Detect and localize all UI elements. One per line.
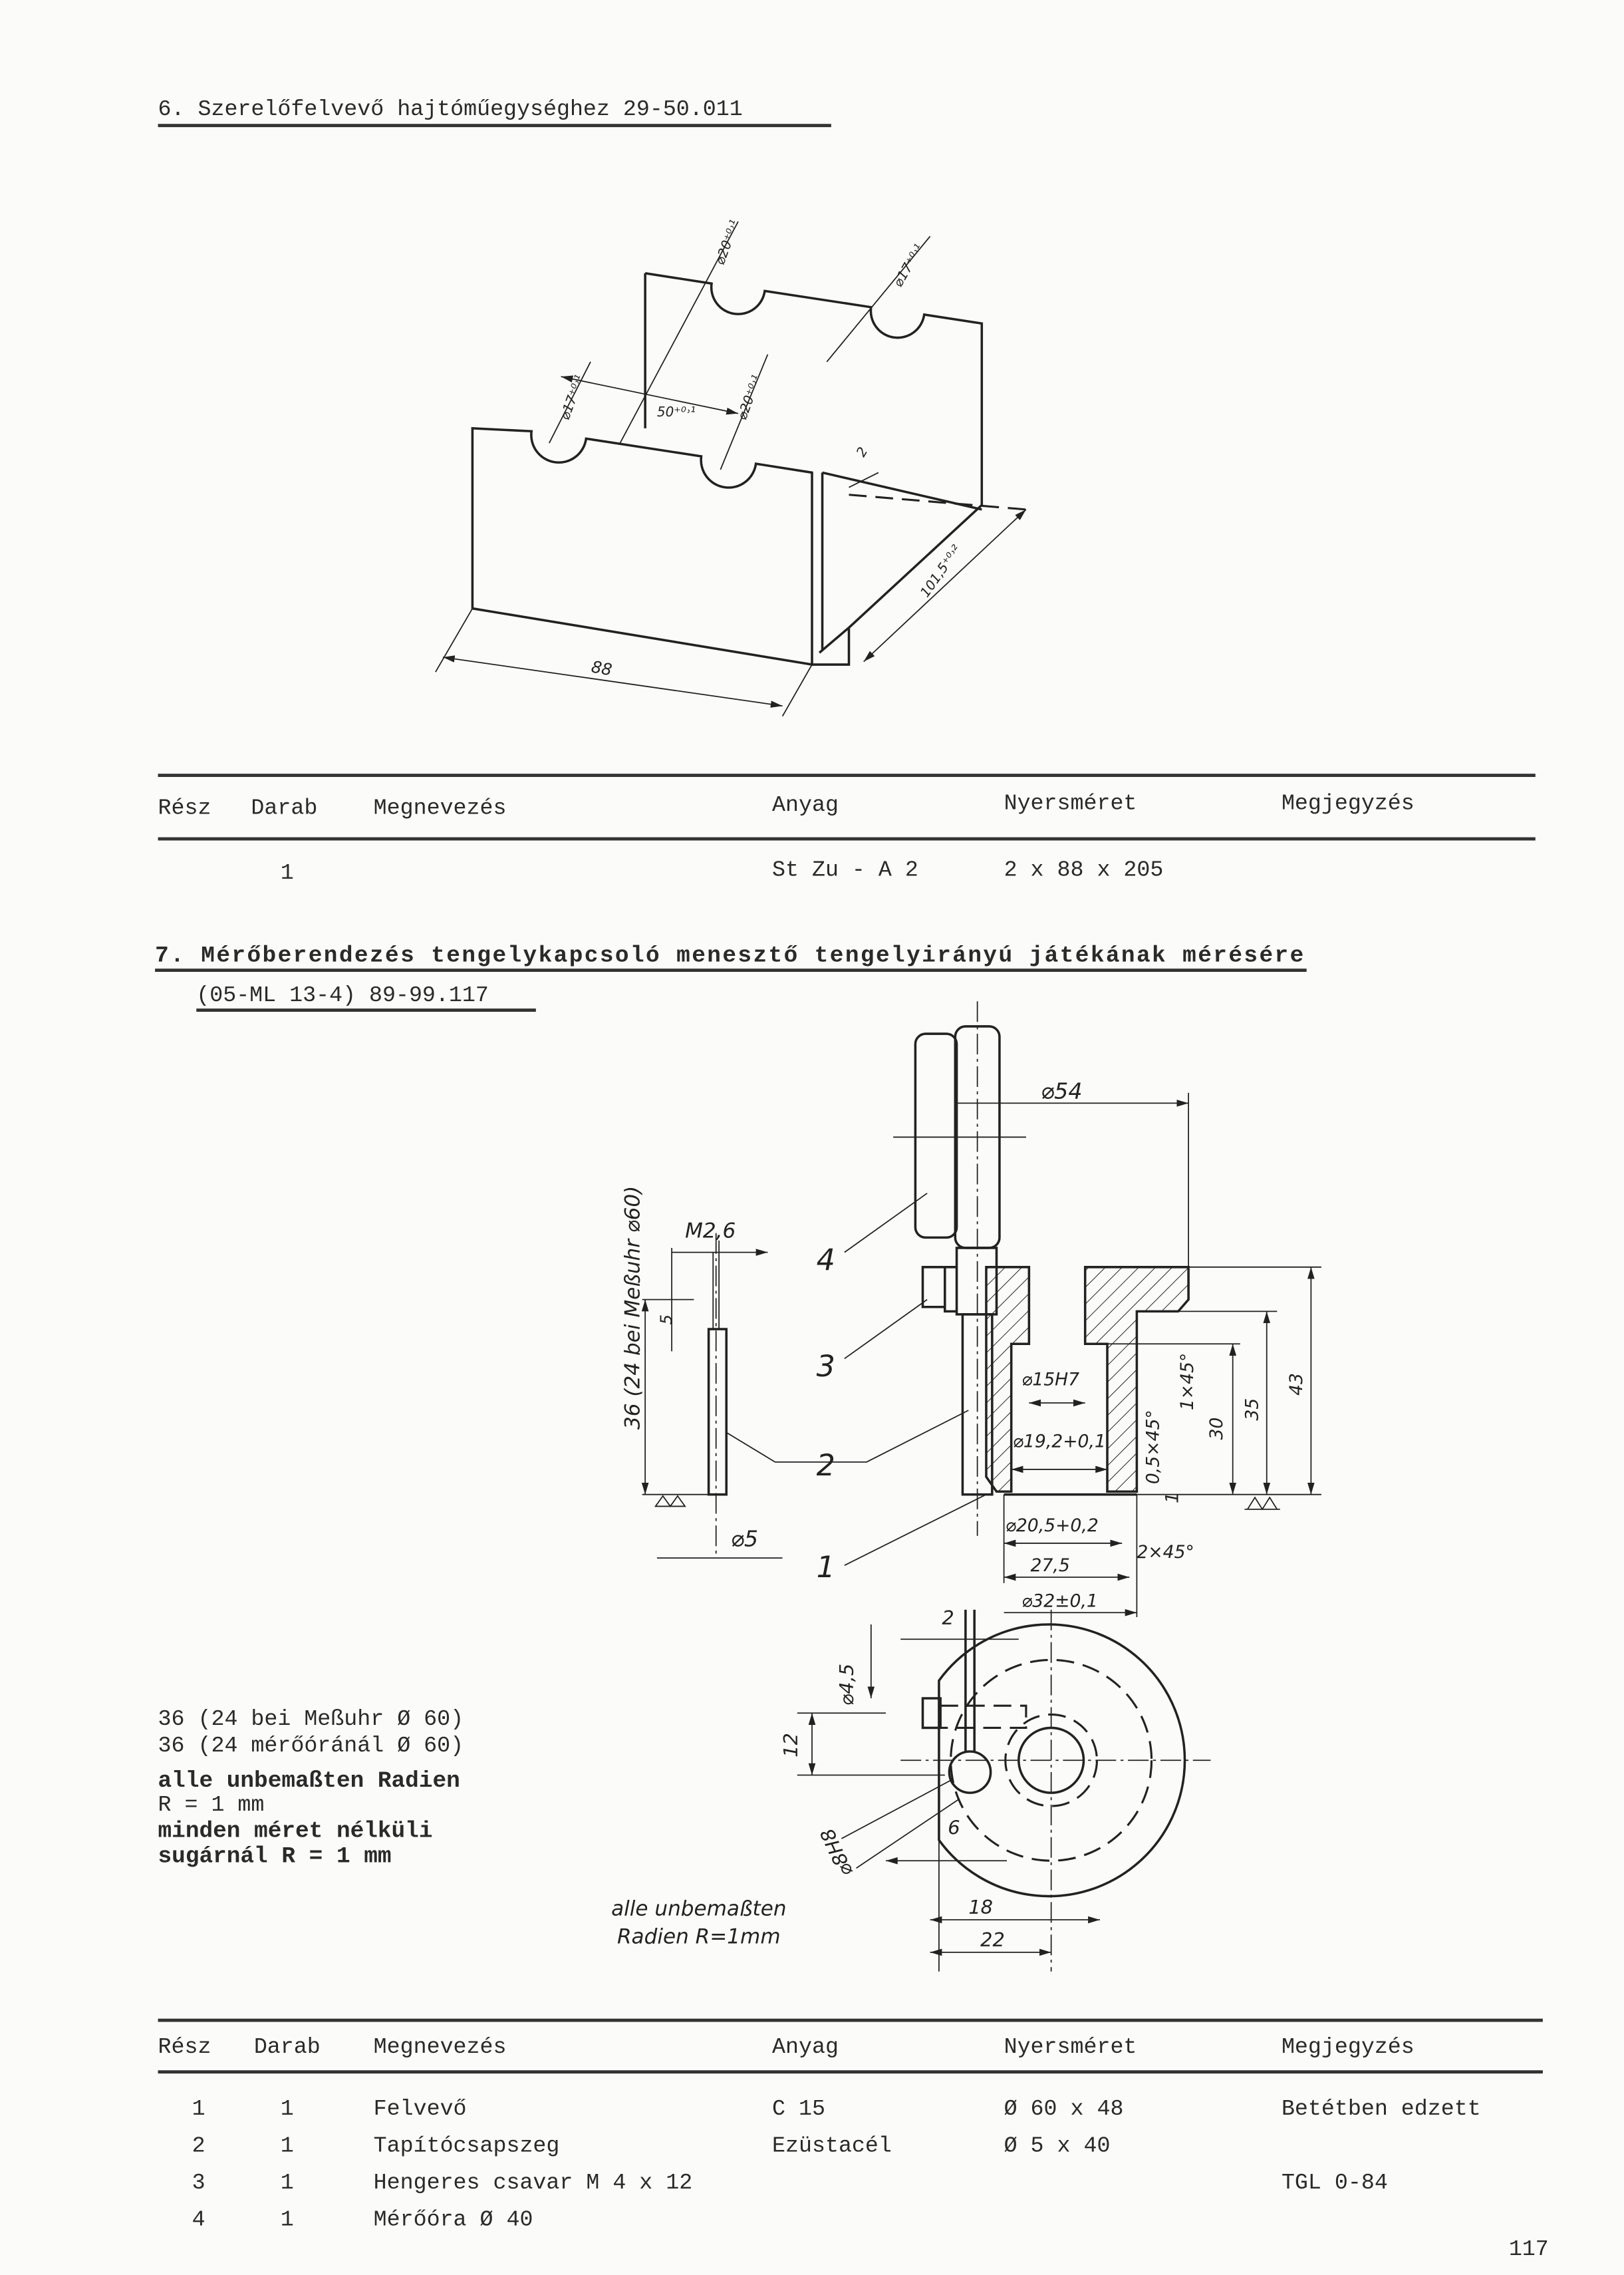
dim-d54: ⌀54 bbox=[1041, 1078, 1082, 1104]
col-darab: Darab bbox=[251, 795, 317, 820]
col-megnevezes: Megnevezés bbox=[374, 2034, 507, 2059]
dim-30: 30 bbox=[1206, 1418, 1227, 1440]
note-line: 36 (24 bei Meßuhr Ø 60) bbox=[158, 1706, 464, 1732]
dim-d17-back: ⌀17⁺⁰˒¹ bbox=[890, 241, 927, 290]
parts-table-1: Rész Darab Megnevezés Anyag Nyersméret M… bbox=[158, 774, 1536, 885]
table-row: 4 1 Mérőóra Ø 40 bbox=[192, 2207, 533, 2232]
col-megnevezes: Megnevezés bbox=[374, 795, 507, 820]
dim-d4-5: ⌀4,5 bbox=[835, 1664, 858, 1706]
table-row: 1 1 Felvevő C 15 Ø 60 x 48 Betétben edze… bbox=[192, 2096, 1481, 2121]
notes: 36 (24 bei Meßuhr Ø 60) 36 (24 mérőóráná… bbox=[158, 1706, 464, 1869]
section7-title-line1: 7. Mérőberendezés tengelykapcsoló menesz… bbox=[155, 943, 1303, 969]
dim-d20-left: ⌀20⁺⁰˒¹ bbox=[734, 373, 765, 422]
dim-chamfer-2x45: 2×45° bbox=[1137, 1542, 1194, 1563]
cell-resz: 3 bbox=[192, 2170, 205, 2195]
col-resz: Rész bbox=[158, 2034, 211, 2059]
dim-36-length: 36 (24 bei Meßuhr ⌀60) bbox=[620, 1186, 644, 1430]
dim-27-5: 27,5 bbox=[1031, 1555, 1070, 1576]
col-megjegyzes: Megjegyzés bbox=[1282, 2034, 1415, 2059]
col-anyag: Anyag bbox=[772, 792, 839, 818]
note-line: 36 (24 mérőóránál Ø 60) bbox=[158, 1733, 464, 1758]
dim-m2-6: M2,6 bbox=[685, 1219, 736, 1243]
cell-megnevezes: Hengeres csavar M 4 x 12 bbox=[374, 2170, 693, 2195]
dim-12: 12 bbox=[779, 1733, 802, 1757]
note-line: sugárnál R = 1 mm bbox=[158, 1843, 392, 1869]
page-number: 117 bbox=[1509, 2236, 1549, 2262]
cell-resz: 4 bbox=[192, 2207, 205, 2232]
dim-d5: ⌀5 bbox=[731, 1525, 758, 1551]
part-label-2: 2 bbox=[817, 1449, 835, 1483]
cell-nyersmeret: Ø 60 x 48 bbox=[1004, 2096, 1124, 2121]
dim-spacing: 50⁺⁰˒¹ bbox=[657, 404, 696, 420]
dim-d32: ⌀32±0,1 bbox=[1021, 1591, 1098, 1611]
col-nyersmeret: Nyersméret bbox=[1004, 791, 1137, 816]
cell-resz: 1 bbox=[192, 2096, 205, 2121]
dim-35: 35 bbox=[1242, 1398, 1262, 1421]
cell-anyag: Ezüstacél bbox=[772, 2133, 892, 2159]
cell-megnevezes: Felvevő bbox=[374, 2096, 467, 2121]
dim-2-width: 2 bbox=[942, 1606, 954, 1629]
col-nyersmeret: Nyersméret bbox=[1004, 2034, 1137, 2059]
dim-depth: 101,5⁺⁰˒² bbox=[917, 542, 964, 600]
table-row: 2 1 Tapítócsapszeg Ezüstacél Ø 5 x 40 bbox=[192, 2133, 1111, 2159]
dim-width: 88 bbox=[590, 657, 614, 679]
cell-anyag: St Zu - A 2 bbox=[772, 857, 918, 883]
dim-thickness: 2 bbox=[853, 444, 871, 460]
note-line: minden méret nélküli bbox=[158, 1819, 433, 1845]
dim-18: 18 bbox=[968, 1896, 993, 1918]
dim-d17-left: ⌀17⁺⁰˒¹ bbox=[557, 373, 588, 422]
col-megjegyzes: Megjegyzés bbox=[1282, 791, 1415, 816]
dim-chamfer-1x45: 1×45° bbox=[1177, 1353, 1198, 1410]
cell-darab: 1 bbox=[281, 2170, 294, 2195]
cell-darab: 1 bbox=[281, 860, 294, 885]
cell-megjegyzes: Betétben edzett bbox=[1282, 2096, 1481, 2121]
cell-nyersmeret: 2 x 88 x 205 bbox=[1004, 857, 1164, 883]
note-line: R = 1 mm bbox=[158, 1792, 265, 1817]
measuring-device-drawing: ⌀54 ⌀15H7 ⌀19,2+0,1 ⌀20,5+0,2 27,5 ⌀32±0… bbox=[611, 1001, 1321, 1972]
part-label-3: 3 bbox=[817, 1350, 835, 1384]
dim-d19-2: ⌀19,2+0,1 bbox=[1013, 1432, 1106, 1452]
dim-5: 5 bbox=[656, 1314, 676, 1325]
dim-22: 22 bbox=[980, 1928, 1005, 1951]
table-row: 1 St Zu - A 2 2 x 88 x 205 bbox=[281, 857, 1164, 885]
cell-nyersmeret: Ø 5 x 40 bbox=[1004, 2133, 1111, 2159]
cell-megnevezes: Mérőóra Ø 40 bbox=[374, 2207, 533, 2232]
cell-megnevezes: Tapítócsapszeg bbox=[374, 2133, 560, 2159]
parts-table-2: Rész Darab Megnevezés Anyag Nyersméret M… bbox=[158, 2018, 1543, 2232]
dim-d20-5: ⌀20,5+0,2 bbox=[1006, 1515, 1099, 1536]
cell-resz: 2 bbox=[192, 2133, 205, 2159]
col-darab: Darab bbox=[254, 2034, 321, 2059]
col-resz: Rész bbox=[158, 795, 211, 820]
col-anyag: Anyag bbox=[772, 2034, 839, 2059]
dim-d15h7: ⌀15H7 bbox=[1021, 1369, 1079, 1390]
note-line: alle unbemaßten Radien bbox=[158, 1768, 460, 1794]
cell-darab: 1 bbox=[281, 2096, 294, 2121]
dim-43: 43 bbox=[1286, 1373, 1307, 1396]
drawing-note-line1: alle unbemaßten bbox=[611, 1896, 786, 1920]
part-label-1: 1 bbox=[817, 1551, 835, 1585]
drawing-note-line2: Radien R=1mm bbox=[617, 1925, 781, 1949]
cell-anyag: C 15 bbox=[772, 2096, 825, 2121]
dim-6: 6 bbox=[948, 1816, 960, 1839]
section6-title: 6. Szerelőfelvevő hajtóműegységhez 29-50… bbox=[158, 96, 743, 122]
table-row: 3 1 Hengeres csavar M 4 x 12 TGL 0-84 bbox=[192, 2170, 1388, 2195]
bracket-drawing: ⌀17⁺⁰˒¹ 50⁺⁰˒¹ ⌀20⁺⁰˒¹ ⌀20⁺⁰˒¹ ⌀17⁺⁰˒¹ 2… bbox=[435, 218, 1027, 717]
dim-1: 1 bbox=[1162, 1492, 1183, 1503]
dim-d20-back: ⌀20⁺⁰˒¹ bbox=[712, 218, 743, 267]
cell-megjegyzes: TGL 0-84 bbox=[1282, 2170, 1388, 2195]
cell-darab: 1 bbox=[281, 2133, 294, 2159]
dim-chamfer-0-5x45: 0,5×45° bbox=[1143, 1410, 1164, 1484]
cell-darab: 1 bbox=[281, 2207, 294, 2232]
section7-title-line2: (05-ML 13-4) 89-99.117 bbox=[196, 983, 489, 1008]
part-label-4: 4 bbox=[817, 1243, 835, 1277]
